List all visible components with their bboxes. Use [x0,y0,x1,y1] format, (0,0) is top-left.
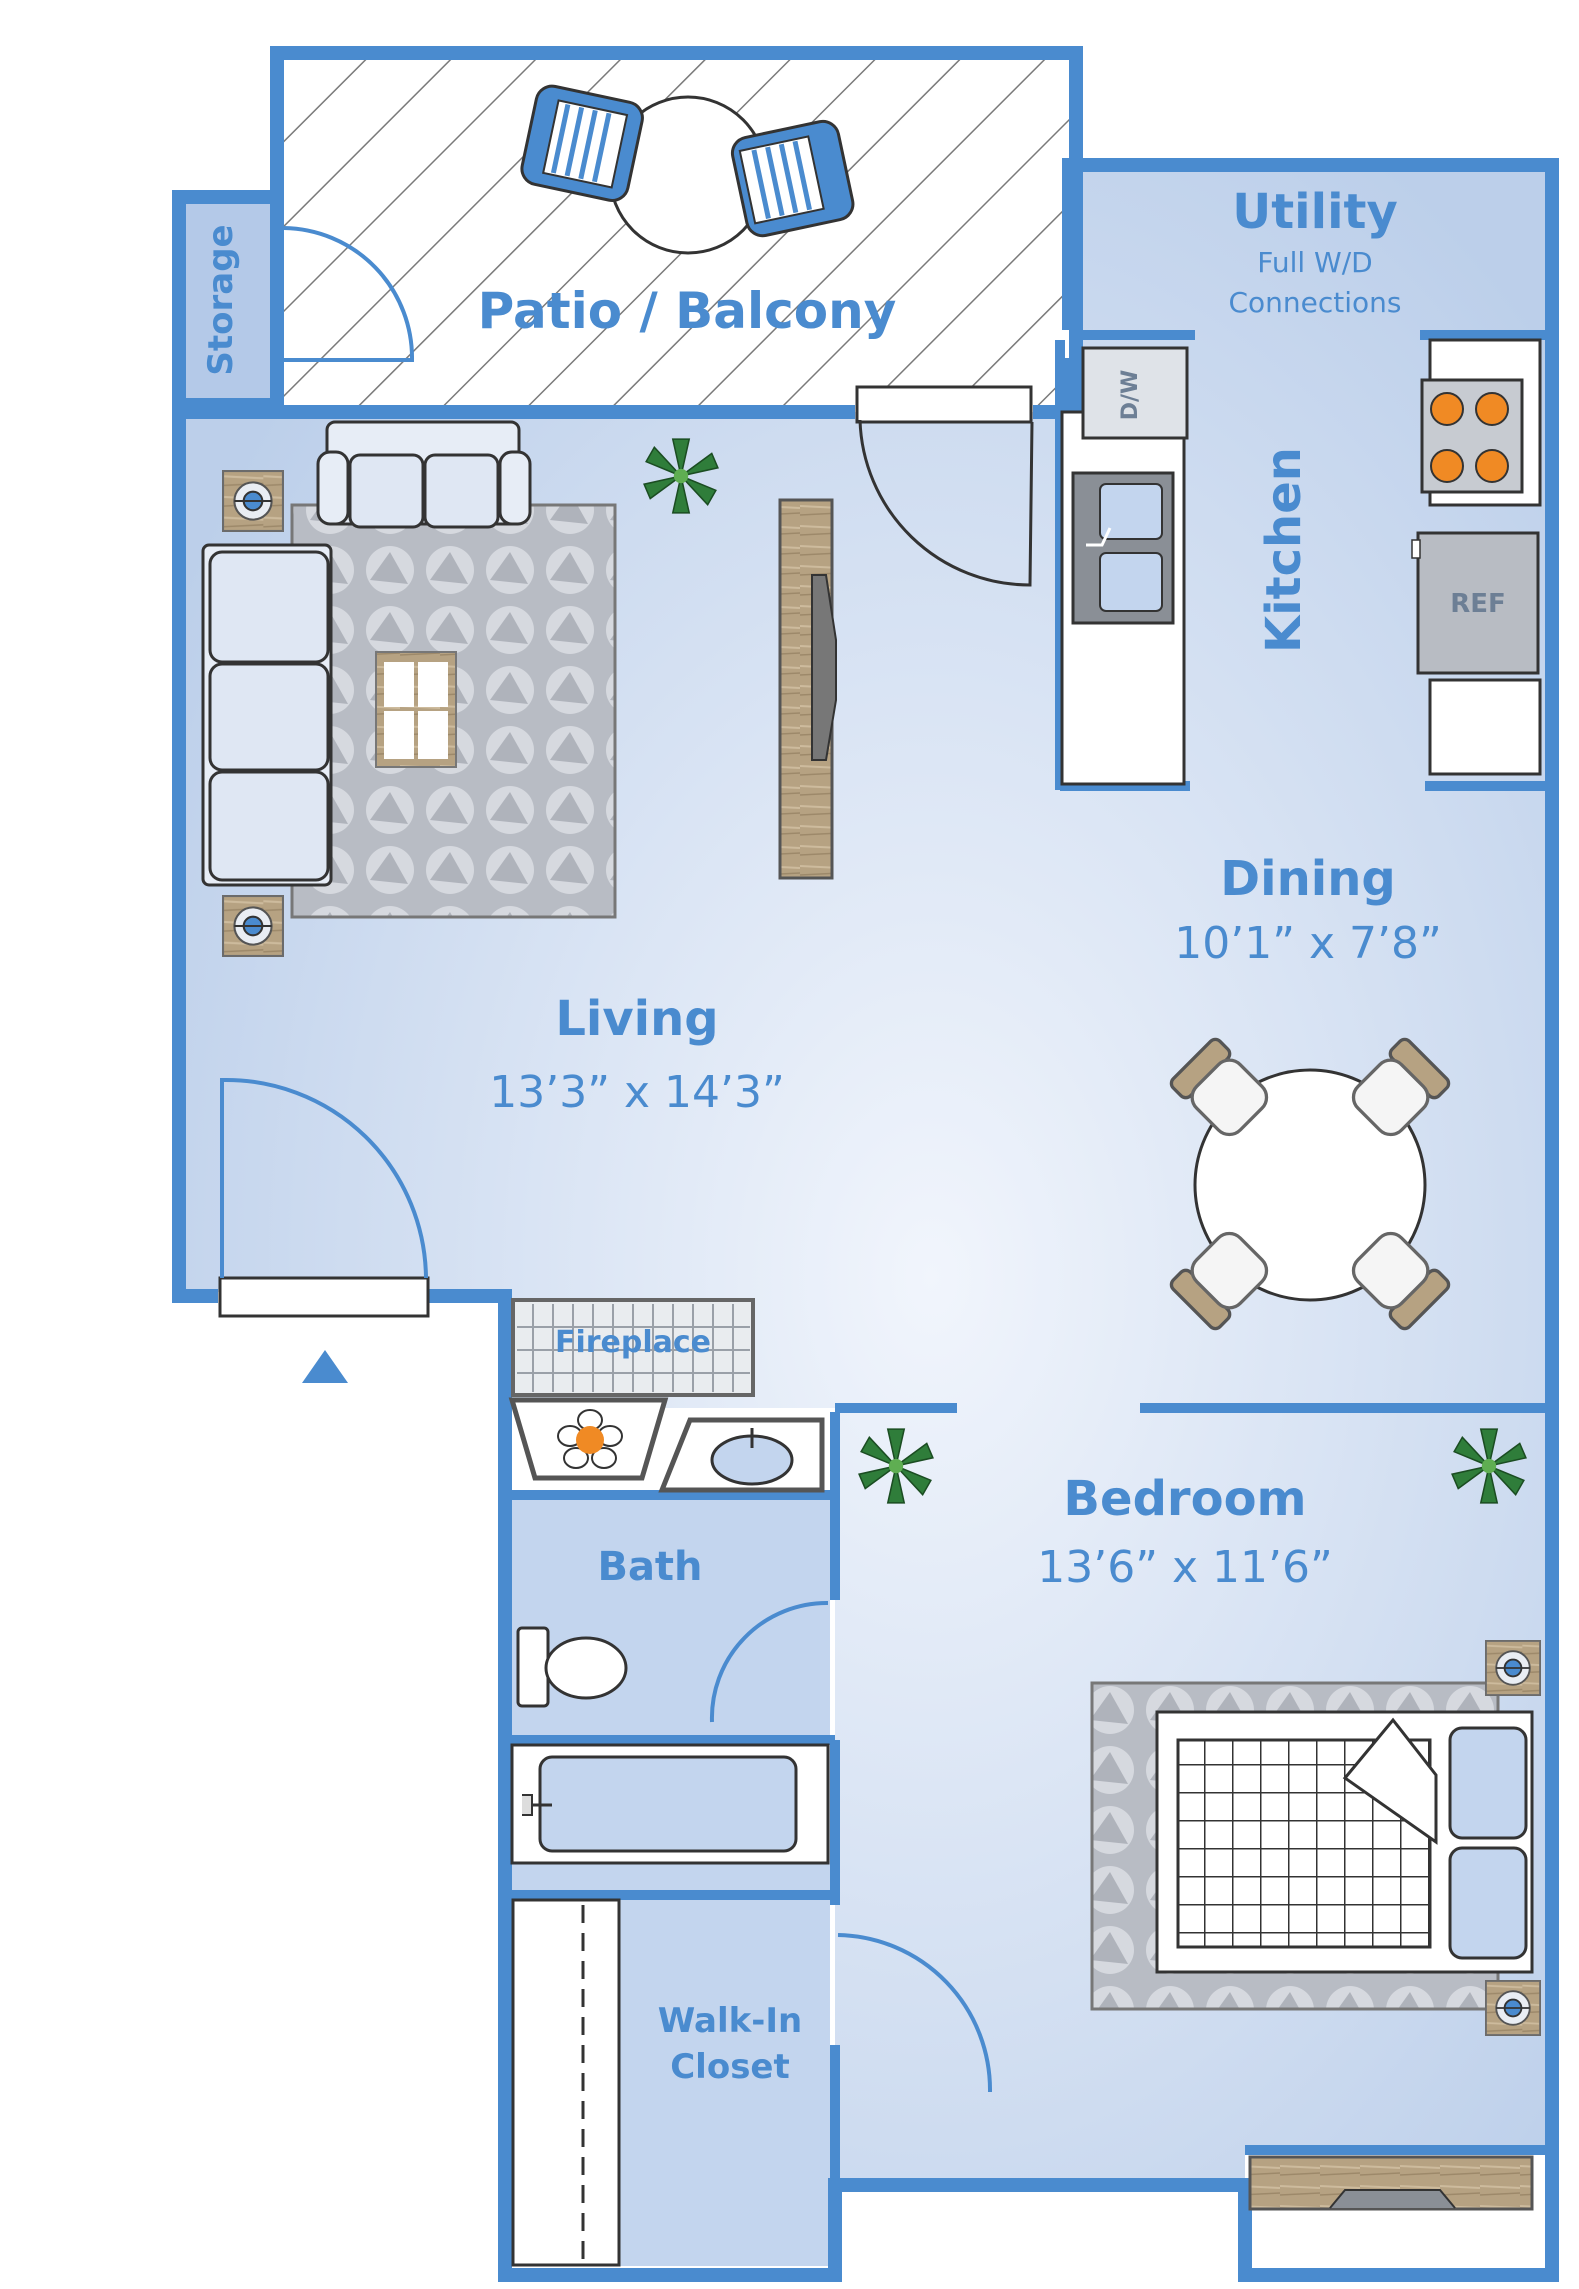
bath-door[interactable] [709,1600,829,1723]
lamp-icon [1485,1980,1541,2036]
storage-door[interactable] [283,226,415,362]
sofa [201,543,333,887]
refrigerator-label: REF [1450,589,1506,619]
storage-label: Storage [201,224,241,375]
refrigerator [1411,531,1540,675]
bathtub [510,1743,830,1865]
utility-sub-1: Full W/D [1257,246,1372,279]
bath-sink [658,1417,825,1493]
toilet [516,1626,628,1708]
dishwasher-label: D/W [1118,370,1143,421]
entry-triangle-icon [302,1350,348,1383]
bath-label: Bath [597,1544,702,1590]
living-label: Living [555,991,718,1047]
utility-label: Utility [1232,184,1398,240]
living-dims: 13’3” x 14’3” [489,1067,785,1118]
stove [1420,338,1542,507]
bedroom-dresser [1248,2155,1534,2211]
closet-door[interactable] [837,1933,993,2093]
interior-walls [505,330,1548,2180]
patio-door[interactable] [855,385,1034,587]
closet-label-2: Closet [670,2047,790,2087]
tv-console [778,498,837,880]
fireplace [511,1298,755,1397]
dining-set [1167,1035,1453,1333]
fireplace-label: Fireplace [555,1325,711,1360]
loveseat [316,420,532,529]
patio-table-set [520,84,855,255]
kitchen-label: Kitchen [1256,447,1312,653]
lamp-icon [1485,1640,1541,1696]
storage-floor [182,195,280,405]
bed [1155,1710,1534,1974]
lamp-icon [222,470,284,532]
vanity-flowers [508,1397,669,1481]
utility-sub-2: Connections [1228,286,1401,319]
bedroom-label: Bedroom [1063,1471,1306,1527]
dining-dims: 10’1” x 7’8” [1174,918,1442,969]
entry-door[interactable] [218,1077,430,1318]
pantry-counter [1428,678,1542,776]
bedroom-dims: 13’6” x 11’6” [1037,1542,1333,1593]
coffee-table [375,651,457,768]
dining-label: Dining [1220,851,1395,907]
kitchen-counter-left [1060,346,1189,786]
closet-label-1: Walk-In [658,2001,802,2041]
closet-shelf [511,1898,621,2267]
walls [172,46,1559,2282]
lamp-icon [222,895,284,957]
patio-label: Patio / Balcony [478,282,897,340]
